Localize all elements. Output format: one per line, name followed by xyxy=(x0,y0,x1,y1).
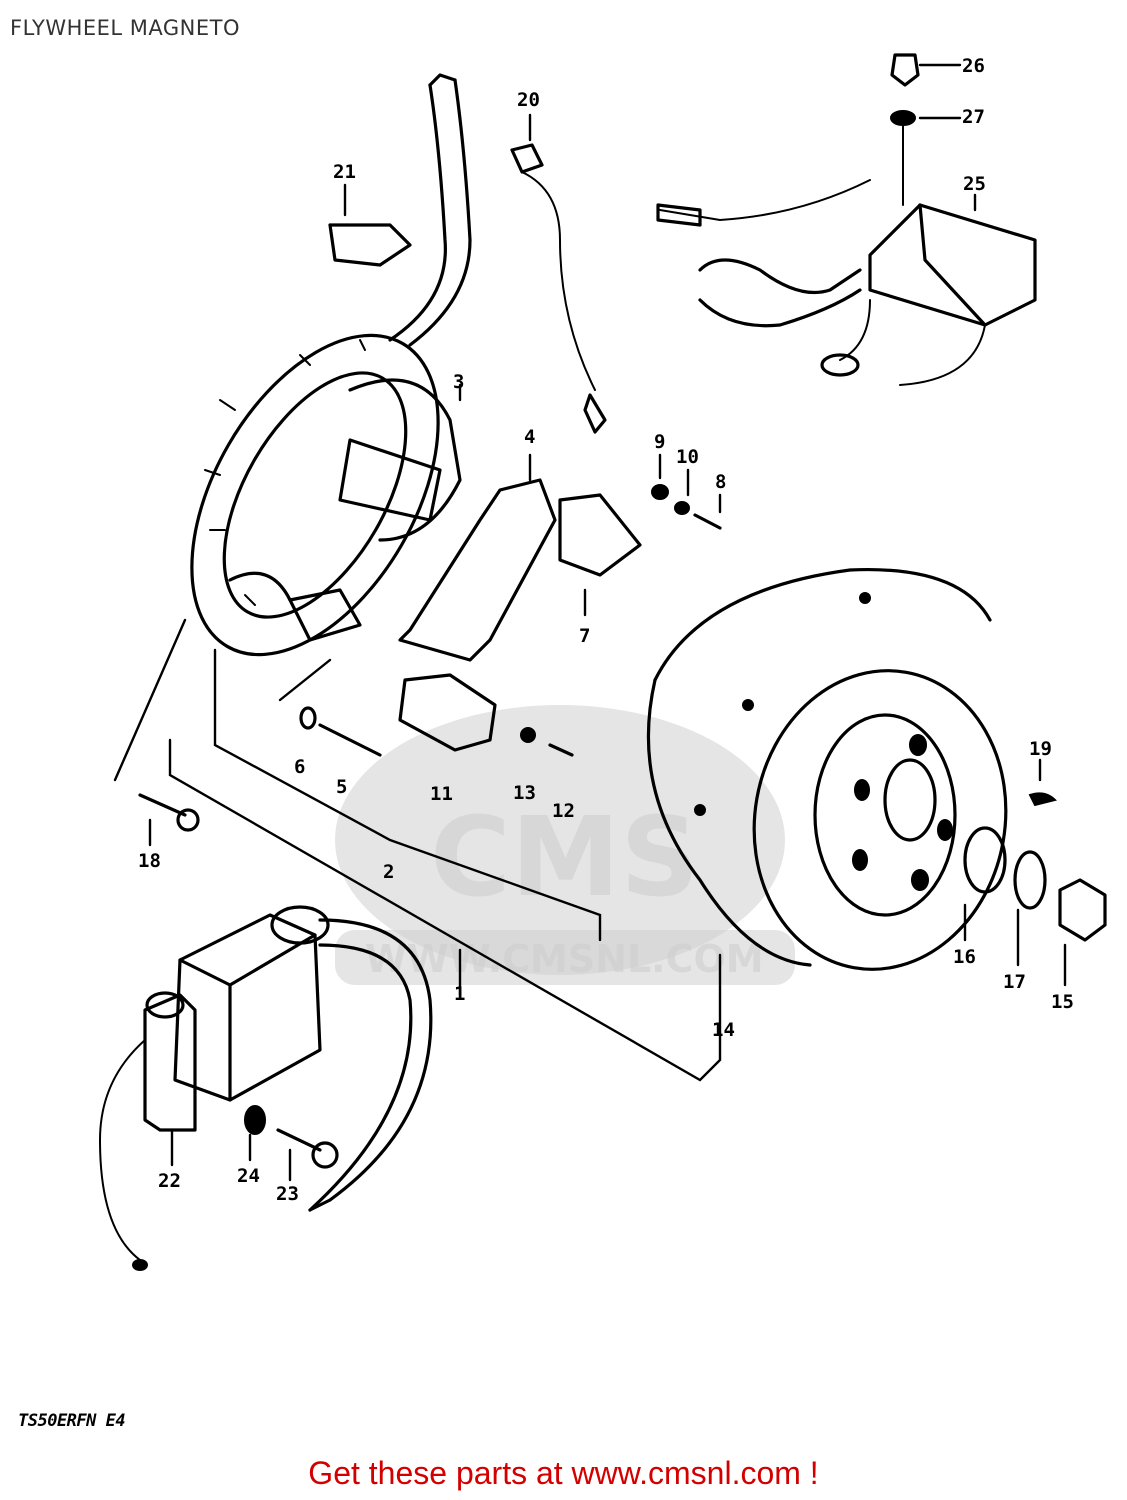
callout-8: 8 xyxy=(715,471,726,493)
callout-26: 26 xyxy=(962,55,985,77)
callout-5: 5 xyxy=(336,776,347,798)
callout-labels: 1 2 3 4 5 6 7 8 9 10 11 12 13 14 15 16 1… xyxy=(138,55,1074,1205)
callout-7: 7 xyxy=(579,625,590,647)
callout-14: 14 xyxy=(712,1019,735,1041)
watermark-url: WWW.CMSNL.COM xyxy=(365,937,764,981)
callout-16: 16 xyxy=(953,946,976,968)
callout-23: 23 xyxy=(276,1183,299,1205)
callout-2: 2 xyxy=(383,861,394,883)
part-stator-plate xyxy=(190,333,462,657)
callout-18: 18 xyxy=(138,850,161,872)
watermark-brand: CMS xyxy=(430,793,699,921)
part-ignition-coil xyxy=(99,73,472,1271)
callout-3: 3 xyxy=(453,371,464,393)
part-flywheel-rotor xyxy=(646,567,1008,971)
callout-13: 13 xyxy=(513,782,536,804)
callout-15: 15 xyxy=(1051,991,1074,1013)
callout-25: 25 xyxy=(963,173,986,195)
model-code: TS50ERFN E4 xyxy=(18,1411,126,1431)
callout-12: 12 xyxy=(552,800,575,822)
part-small-hardware xyxy=(138,53,1107,1169)
page-title: FLYWHEEL MAGNETO xyxy=(10,16,241,40)
callout-9: 9 xyxy=(654,431,665,453)
callout-1: 1 xyxy=(454,983,465,1005)
callout-leaders xyxy=(113,63,1067,1182)
cmsnl-parts-link[interactable]: Get these parts at www.cmsnl.com ! xyxy=(308,1455,819,1491)
callout-6: 6 xyxy=(294,756,305,778)
callout-4: 4 xyxy=(524,426,535,448)
callout-11: 11 xyxy=(430,783,453,805)
callout-17: 17 xyxy=(1003,971,1026,993)
callout-19: 19 xyxy=(1029,738,1052,760)
callout-20: 20 xyxy=(517,89,540,111)
callout-21: 21 xyxy=(333,161,356,183)
callout-22: 22 xyxy=(158,1170,181,1192)
callout-27: 27 xyxy=(962,106,985,128)
callout-24: 24 xyxy=(237,1165,260,1187)
callout-10: 10 xyxy=(676,446,699,468)
watermark-logo: CMS WWW.CMSNL.COM xyxy=(335,705,795,985)
